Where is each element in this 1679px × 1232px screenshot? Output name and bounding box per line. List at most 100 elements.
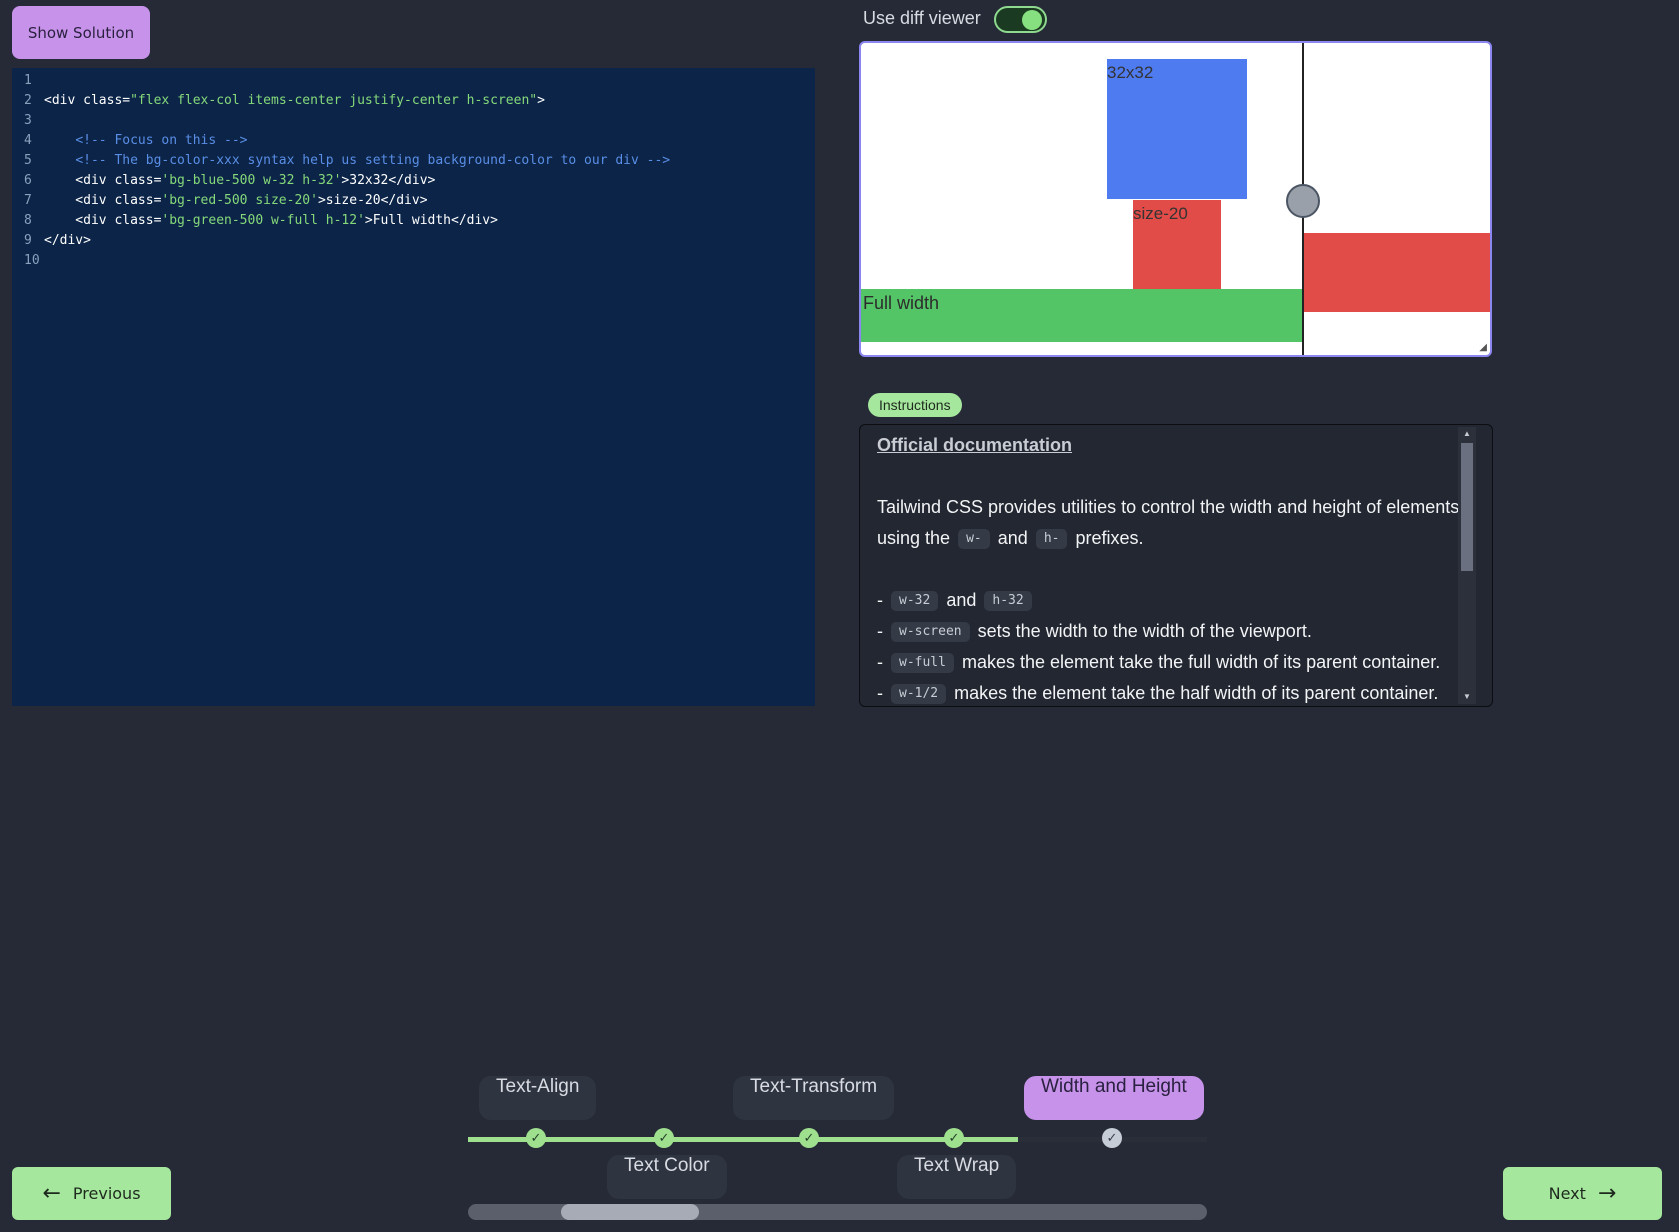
code-w-screen: w-screen — [891, 622, 970, 643]
check-icon: ✓ — [654, 1128, 674, 1148]
list-item-and: and — [946, 590, 977, 610]
code-w-full: w-full — [891, 653, 954, 674]
instructions-panel: Official documentation Tailwind CSS prov… — [859, 424, 1493, 707]
code-line[interactable]: 7 <div class='bg-red-500 size-20'>size-2… — [12, 191, 815, 211]
preview-red-label: size-20 — [1133, 204, 1188, 223]
code-token: 'bg-green-500 w-full h-12' — [161, 213, 365, 228]
list-item-text: makes the element take the half width of… — [954, 683, 1439, 703]
check-icon: ✓ — [526, 1128, 546, 1148]
line-number: 8 — [24, 213, 32, 228]
code-lines: 1 2 <div class="flex flex-col items-center… — [12, 68, 815, 271]
intro-and: and — [997, 528, 1028, 548]
code-line[interactable]: 2 <div class="flex flex-col items-center … — [12, 91, 815, 111]
check-icon: ✓ — [1102, 1128, 1122, 1148]
code-token: >32x32</div> — [341, 173, 436, 188]
line-number: 1 — [24, 73, 32, 88]
code-token: </div> — [44, 233, 91, 248]
line-number: 7 — [24, 193, 32, 208]
code-text: <div class='bg-red-500 size-20'>size-20<… — [42, 191, 428, 211]
code-line[interactable]: 8 <div class='bg-green-500 w-full h-12'>… — [12, 211, 815, 231]
intro-text-1: Tailwind CSS provides utilities to contr… — [877, 497, 1460, 517]
code-token: class= — [83, 93, 131, 108]
code-text: <!-- The bg-color-xxx syntax help us set… — [42, 151, 670, 171]
diff-viewer-label: Use diff viewer — [863, 8, 981, 28]
step-text-wrap[interactable]: Text Wrap — [897, 1155, 1017, 1199]
progress-track-complete — [468, 1137, 1018, 1142]
next-button[interactable]: Next → — [1503, 1167, 1662, 1220]
diff-slider-handle[interactable] — [1286, 184, 1320, 218]
code-token: <!-- The bg-color-xxx syntax help us set… — [75, 153, 671, 168]
scroll-up-icon[interactable]: ▲ — [1463, 429, 1471, 438]
code-text — [42, 71, 44, 91]
code-text — [42, 251, 44, 271]
code-line[interactable]: 5 <!-- The bg-color-xxx syntax help us s… — [12, 151, 815, 171]
line-number: 3 — [24, 113, 32, 128]
preview-target-red-box — [1304, 233, 1490, 312]
step-text-color[interactable]: Text Color — [607, 1155, 727, 1199]
code-text: <div class="flex flex-col items-center j… — [42, 91, 545, 111]
code-token: <div — [44, 93, 84, 108]
preview-blue-label: 32x32 — [1107, 63, 1154, 82]
code-line[interactable]: 4 <!-- Focus on this --> — [12, 131, 815, 151]
preview-blue-box: 32x32 — [1107, 59, 1247, 199]
instructions-badge: Instructions — [868, 393, 962, 417]
official-docs-link[interactable]: Official documentation — [877, 435, 1073, 455]
line-number: 9 — [24, 233, 32, 248]
instructions-scrollbar[interactable]: ▲ ▼ — [1458, 427, 1476, 704]
list-item: - w-32 and h-32 — [877, 585, 1467, 616]
check-icon: ✓ — [944, 1128, 964, 1148]
line-number: 4 — [24, 133, 32, 148]
code-w-prefix: w- — [958, 529, 990, 550]
code-token: >size-20</div> — [317, 193, 428, 208]
check-icon: ✓ — [799, 1128, 819, 1148]
code-w-half: w-1/2 — [891, 684, 947, 705]
arrow-left-icon: ← — [42, 1181, 61, 1206]
next-label: Next — [1548, 1184, 1586, 1203]
code-token: 'bg-blue-500 w-32 h-32' — [161, 173, 342, 188]
code-token — [44, 153, 75, 168]
code-text: </div> — [42, 231, 91, 251]
show-solution-button[interactable]: Show Solution — [12, 6, 150, 59]
code-w-32: w-32 — [891, 591, 939, 612]
code-token: <div class= — [44, 193, 162, 208]
list-item: - w-screen sets the width to the width o… — [877, 621, 1312, 643]
line-number: 6 — [24, 173, 32, 188]
steps-scrollbar[interactable] — [468, 1204, 1207, 1220]
previous-button[interactable]: ← Previous — [12, 1167, 171, 1220]
code-line[interactable]: 10 — [12, 251, 815, 271]
intro-using: using the — [877, 528, 951, 548]
code-token: 'bg-red-500 size-20' — [161, 193, 318, 208]
list-item: - w-full makes the element take the full… — [877, 652, 1441, 674]
resize-handle-icon[interactable]: ◢ — [1479, 342, 1487, 353]
scroll-down-icon[interactable]: ▼ — [1463, 692, 1471, 701]
code-text: <div class='bg-blue-500 w-32 h-32'>32x32… — [42, 171, 435, 191]
code-line[interactable]: 6 <div class='bg-blue-500 w-32 h-32'>32x… — [12, 171, 815, 191]
scrollbar-thumb[interactable] — [1461, 443, 1473, 571]
code-token: > — [537, 93, 545, 108]
intro-text-2: using the w- and h- prefixes. — [877, 523, 1467, 554]
steps-scrollbar-thumb[interactable] — [561, 1204, 699, 1220]
arrow-right-icon: → — [1597, 1181, 1617, 1206]
code-line[interactable]: 3 — [12, 111, 815, 131]
code-token: >Full width</div> — [364, 213, 498, 228]
code-h-32: h-32 — [984, 591, 1032, 612]
list-item-text: sets the width to the width of the viewp… — [977, 621, 1312, 641]
step-text-align[interactable]: Text-Align — [479, 1076, 597, 1120]
step-width-and-height[interactable]: Width and Height — [1024, 1076, 1204, 1120]
list-item-text: makes the element take the full width of… — [961, 652, 1441, 672]
code-token: <div class= — [44, 173, 162, 188]
code-text: <div class='bg-green-500 w-full h-12'>Fu… — [42, 211, 498, 231]
step-text-transform[interactable]: Text-Transform — [733, 1076, 895, 1120]
line-number: 2 — [24, 93, 32, 108]
code-editor[interactable]: 1 2 <div class="flex flex-col items-center… — [12, 68, 815, 706]
code-line[interactable]: 9 </div> — [12, 231, 815, 251]
code-text: <!-- Focus on this --> — [42, 131, 248, 151]
preview-green-label: Full width — [863, 293, 940, 313]
previous-label: Previous — [72, 1184, 141, 1203]
code-token: <!-- Focus on this --> — [75, 133, 248, 148]
code-token: <div class= — [44, 213, 162, 228]
code-line[interactable]: 1 — [12, 71, 815, 91]
diff-viewer-toggle[interactable] — [994, 6, 1047, 33]
toggle-knob — [1022, 10, 1042, 30]
preview-pane: 32x32 size-20 Full width ◢ — [859, 41, 1492, 357]
